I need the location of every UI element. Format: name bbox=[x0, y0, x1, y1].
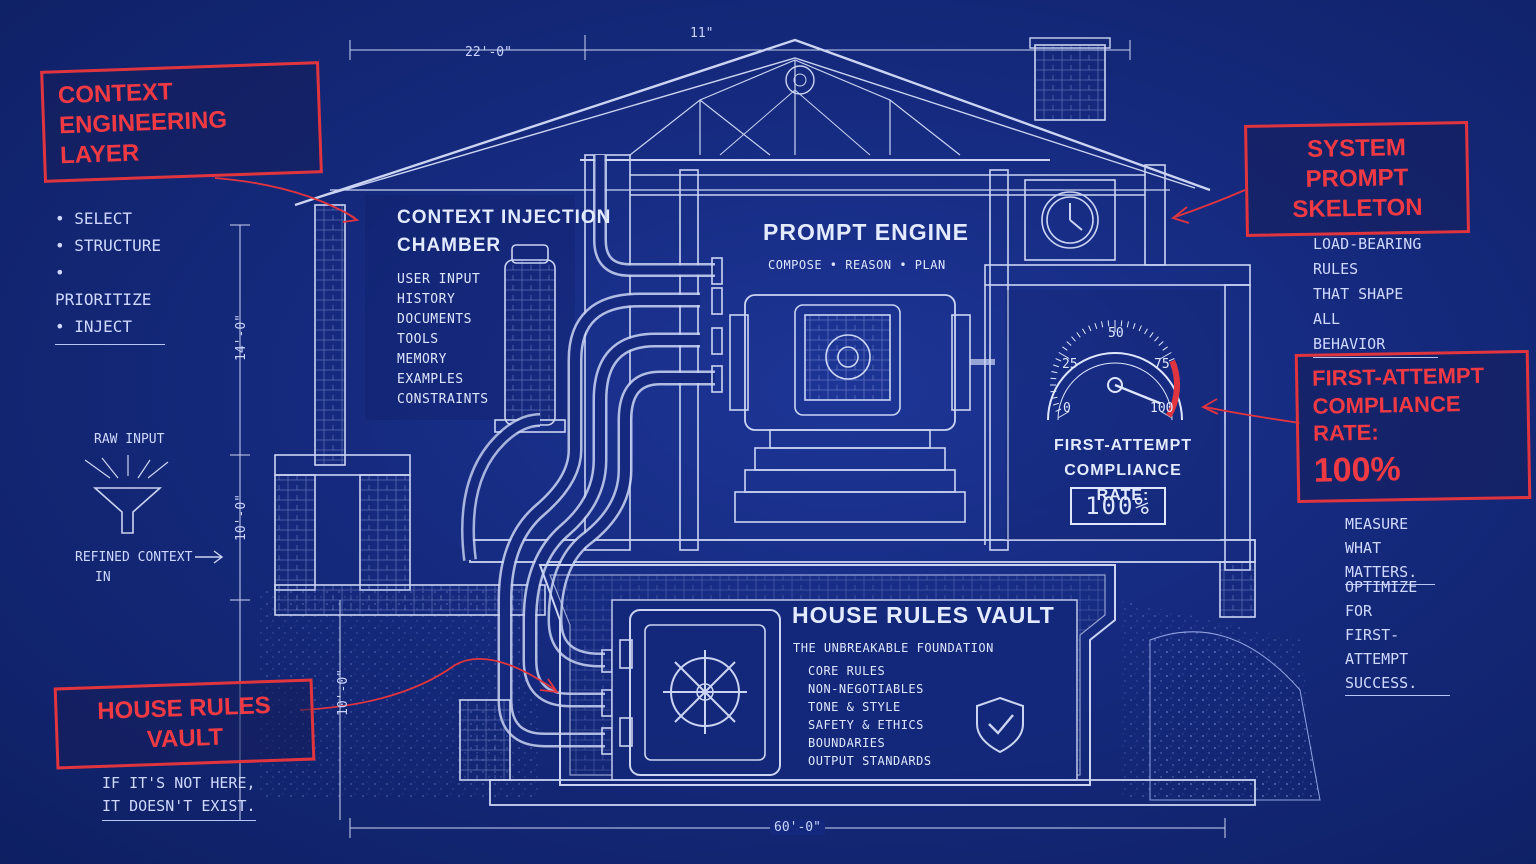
callout-compliance-rate: FIRST-ATTEMPT COMPLIANCE RATE: 100% bbox=[1294, 349, 1532, 504]
dimension-side-lower: 10'-0" bbox=[335, 669, 351, 716]
skeleton-note-line-1: LOAD-BEARING RULES bbox=[1313, 235, 1422, 278]
injection-item: TOOLS bbox=[397, 332, 439, 347]
gauge-red-zone bbox=[1166, 359, 1181, 418]
gauge-needle bbox=[1114, 383, 1161, 405]
gauge-label-line-2: COMPLIANCE RATE: bbox=[1064, 462, 1182, 504]
context-step: • SELECT bbox=[55, 209, 133, 228]
optimize-note-line-1: OPTIMIZE FOR bbox=[1345, 578, 1418, 620]
compliance-gauge bbox=[1047, 320, 1183, 421]
dimension-top: 22'-0" bbox=[465, 45, 512, 60]
prompt-engine-title: PROMPT ENGINE bbox=[763, 219, 969, 245]
context-steps-list: • SELECT • STRUCTURE • PRIORITIZE • INJE… bbox=[55, 205, 165, 345]
refined-context-text: REFINED CONTEXT bbox=[75, 550, 193, 565]
injection-chamber-title-1: CONTEXT INJECTION bbox=[397, 207, 612, 228]
vault-rules-list: CORE RULES NON-NEGOTIABLES TONE & STYLE … bbox=[808, 662, 932, 770]
callout-house-rules-text: HOUSE RULES VAULT bbox=[96, 691, 272, 754]
callout-compliance-value: 100% bbox=[1313, 449, 1402, 490]
refined-context-in: IN bbox=[95, 570, 111, 585]
injection-item: EXAMPLES bbox=[397, 372, 464, 387]
gauge-label-line-1: FIRST-ATTEMPT bbox=[1053, 437, 1193, 454]
vault-rule-item: BOUNDARIES bbox=[808, 736, 886, 750]
optimize-note: OPTIMIZE FOR FIRST-ATTEMPT SUCCESS. bbox=[1345, 575, 1450, 696]
vault-title: HOUSE RULES VAULT bbox=[792, 602, 1055, 628]
gauge-tick-50: 50 bbox=[1108, 326, 1124, 341]
vault-rule-item: OUTPUT STANDARDS bbox=[808, 754, 932, 768]
injection-chamber-title: CONTEXT INJECTION CHAMBER bbox=[397, 204, 611, 260]
injection-item: USER INPUT bbox=[397, 272, 481, 287]
dimension-top-small: 11" bbox=[690, 26, 714, 41]
skeleton-note-line-3: BEHAVIOR bbox=[1313, 335, 1386, 353]
prompt-engine-subtitle: COMPOSE • REASON • PLAN bbox=[768, 258, 946, 272]
skeleton-note: LOAD-BEARING RULES THAT SHAPE ALL BEHAVI… bbox=[1313, 232, 1438, 358]
gauge-tick-0: 0 bbox=[1063, 401, 1071, 416]
optimize-note-line-2: FIRST-ATTEMPT bbox=[1345, 626, 1409, 668]
vault-subtitle: THE UNBREAKABLE FOUNDATION bbox=[793, 641, 994, 655]
vault-rule-item: NON-NEGOTIABLES bbox=[808, 682, 924, 696]
vault-note-line-2: IT DOESN'T EXIST. bbox=[102, 797, 256, 815]
vault-rule-item: CORE RULES bbox=[808, 664, 886, 678]
context-step: • STRUCTURE bbox=[55, 236, 161, 255]
callout-compliance-text: FIRST-ATTEMPT COMPLIANCE RATE: bbox=[1311, 362, 1485, 446]
gauge-digital-display: 100% bbox=[1070, 487, 1166, 525]
vault-note-line-1: IF IT'S NOT HERE, bbox=[102, 774, 256, 792]
injection-chamber-list: USER INPUT HISTORY DOCUMENTS TOOLS MEMOR… bbox=[397, 270, 489, 410]
context-step: • PRIORITIZE bbox=[55, 263, 152, 309]
measure-note-line-2: MATTERS. bbox=[1345, 563, 1418, 581]
context-step: • INJECT bbox=[55, 317, 133, 336]
dimension-bottom: 60'-0" bbox=[770, 820, 825, 835]
callout-house-rules-vault: HOUSE RULES VAULT bbox=[53, 678, 316, 770]
gauge-label: FIRST-ATTEMPT COMPLIANCE RATE: bbox=[1048, 433, 1198, 508]
optimize-note-line-3: SUCCESS. bbox=[1345, 674, 1418, 692]
callout-context-layer-text: CONTEXT ENGINEERING LAYER bbox=[57, 78, 228, 170]
injection-item: MEMORY bbox=[397, 352, 447, 367]
measure-note-line-1: MEASURE WHAT bbox=[1345, 515, 1409, 557]
callout-system-prompt-skeleton: SYSTEM PROMPT SKELETON bbox=[1244, 121, 1470, 237]
vault-rule-item: SAFETY & ETHICS bbox=[808, 718, 924, 732]
injection-chamber-title-2: CHAMBER bbox=[397, 235, 502, 256]
injection-item: DOCUMENTS bbox=[397, 312, 472, 327]
dimension-side-mid: 10'-0" bbox=[233, 494, 249, 541]
callout-context-engineering-layer: CONTEXT ENGINEERING LAYER bbox=[40, 61, 323, 183]
gauge-tick-25: 25 bbox=[1062, 357, 1078, 372]
dimension-side-upper: 14'-0" bbox=[233, 314, 249, 361]
refined-context-label: REFINED CONTEXT IN bbox=[75, 548, 192, 588]
gauge-tick-75: 75 bbox=[1154, 357, 1170, 372]
skeleton-note-line-2: THAT SHAPE ALL bbox=[1313, 285, 1404, 328]
gauge-tick-100: 100 bbox=[1150, 401, 1173, 416]
injection-item: CONSTRAINTS bbox=[397, 392, 489, 407]
raw-input-label: RAW INPUT bbox=[94, 432, 165, 447]
vault-rule-item: TONE & STYLE bbox=[808, 700, 901, 714]
vault-note: IF IT'S NOT HERE, IT DOESN'T EXIST. bbox=[102, 772, 256, 821]
injection-item: HISTORY bbox=[397, 292, 456, 307]
measure-note: MEASURE WHAT MATTERS. bbox=[1345, 512, 1435, 585]
callout-system-prompt-text: SYSTEM PROMPT SKELETON bbox=[1292, 134, 1423, 224]
